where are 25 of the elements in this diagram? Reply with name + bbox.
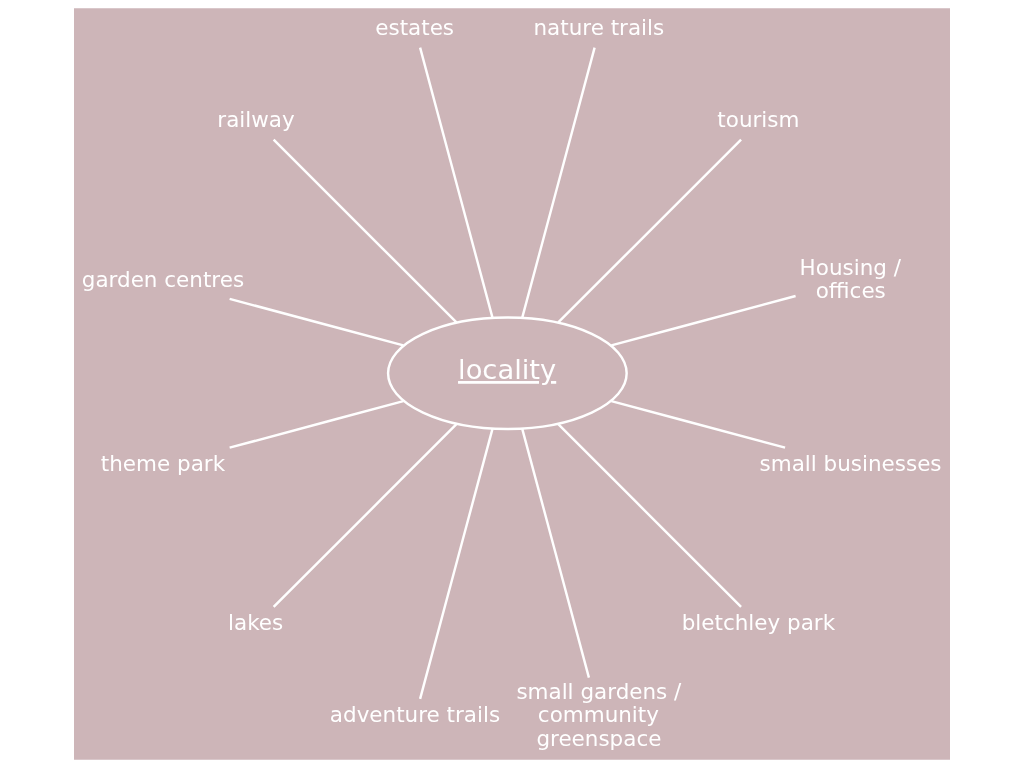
node-text: small gardens / community greenspace <box>516 678 682 751</box>
node-text: lakes <box>228 610 284 636</box>
connector <box>272 423 458 608</box>
node-text: garden centres <box>81 266 245 292</box>
connector <box>272 138 458 324</box>
connector <box>611 399 786 449</box>
connector <box>229 399 404 449</box>
node-text: estates <box>375 15 455 41</box>
node-text: small businesses <box>759 450 942 476</box>
node-text: adventure trails <box>329 702 501 728</box>
node-text: Housing / offices <box>799 254 901 304</box>
node-text: bletchley park <box>681 610 836 636</box>
connector <box>229 297 404 347</box>
node-text: nature trails <box>533 15 665 41</box>
node-text: railway <box>217 107 295 133</box>
node-ellipse: locality <box>386 316 628 431</box>
connector <box>611 294 796 347</box>
connector <box>418 428 494 700</box>
node-text: tourism <box>717 107 800 133</box>
connector <box>557 423 742 608</box>
node-text: theme park <box>100 450 226 476</box>
connector <box>521 428 591 678</box>
connector <box>521 47 596 318</box>
connector <box>557 138 742 324</box>
connector <box>418 47 494 318</box>
